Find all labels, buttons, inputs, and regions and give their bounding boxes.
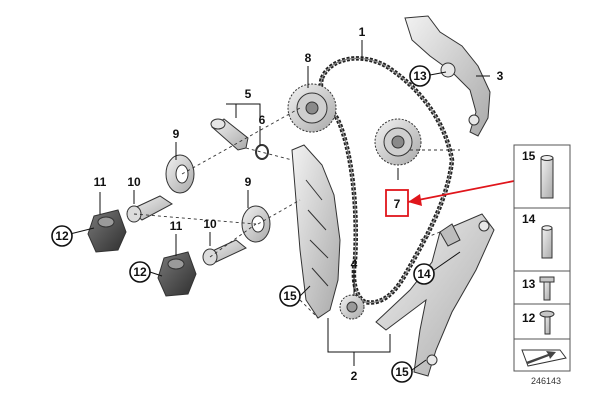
callout-13: 13 [413,69,427,83]
callout-9-lower: 9 [245,175,252,189]
callout-10-upper: 10 [127,175,141,189]
legend-item-13: 13 [522,277,536,291]
timing-chain [318,56,455,305]
callout-12-lower: 12 [133,265,147,279]
legend-item-12: 12 [522,311,536,325]
callout-11-lower: 11 [170,219,183,233]
callout-5: 5 [245,87,252,101]
callout-2: 2 [351,369,358,383]
callout-15-right: 15 [395,365,409,379]
callout-1: 1 [359,25,366,39]
callout-3: 3 [497,69,504,83]
legend-arrow-icon [521,349,567,367]
callout-9-upper: 9 [173,127,180,141]
actuator-lower [157,251,197,297]
washer-upper [165,154,195,194]
parts-legend: 15 14 13 12 [513,144,571,372]
callout-12-upper: 12 [55,229,69,243]
legend-item-15: 15 [522,149,536,163]
callout-11-upper: 11 [94,175,107,189]
central-bolt [210,118,249,151]
spindle-lower [202,239,247,266]
sealing-ring [255,144,269,160]
callout-14: 14 [417,267,431,281]
callout-10-lower: 10 [203,217,217,231]
actuator-upper [87,209,127,253]
highlight-marker [385,180,515,217]
callout-6: 6 [259,113,266,127]
camshaft-sprocket-exhaust [374,118,422,166]
legend-bolt-13 [539,276,555,301]
reference-number: 246143 [531,376,561,386]
crankshaft-sprocket [339,294,365,320]
legend-pin-long [540,155,554,199]
callout-15-left: 15 [283,289,297,303]
legend-pin-short [541,225,553,259]
upper-chain-guide [404,15,491,137]
camshaft-sprocket-intake [287,83,337,133]
callout-8: 8 [305,51,312,65]
legend-item-14: 14 [522,212,536,226]
callout-7: 7 [394,197,401,211]
guide-rail [375,213,495,377]
legend-bolt-12 [539,310,555,335]
assembly-lines [133,107,460,319]
callout-labels: 1 2 3 4 5 6 7 8 9 9 10 10 11 11 12 12 13… [51,25,504,383]
tensioner-rail [291,144,341,319]
callout-4: 4 [351,257,358,271]
leader-lines [69,40,490,371]
